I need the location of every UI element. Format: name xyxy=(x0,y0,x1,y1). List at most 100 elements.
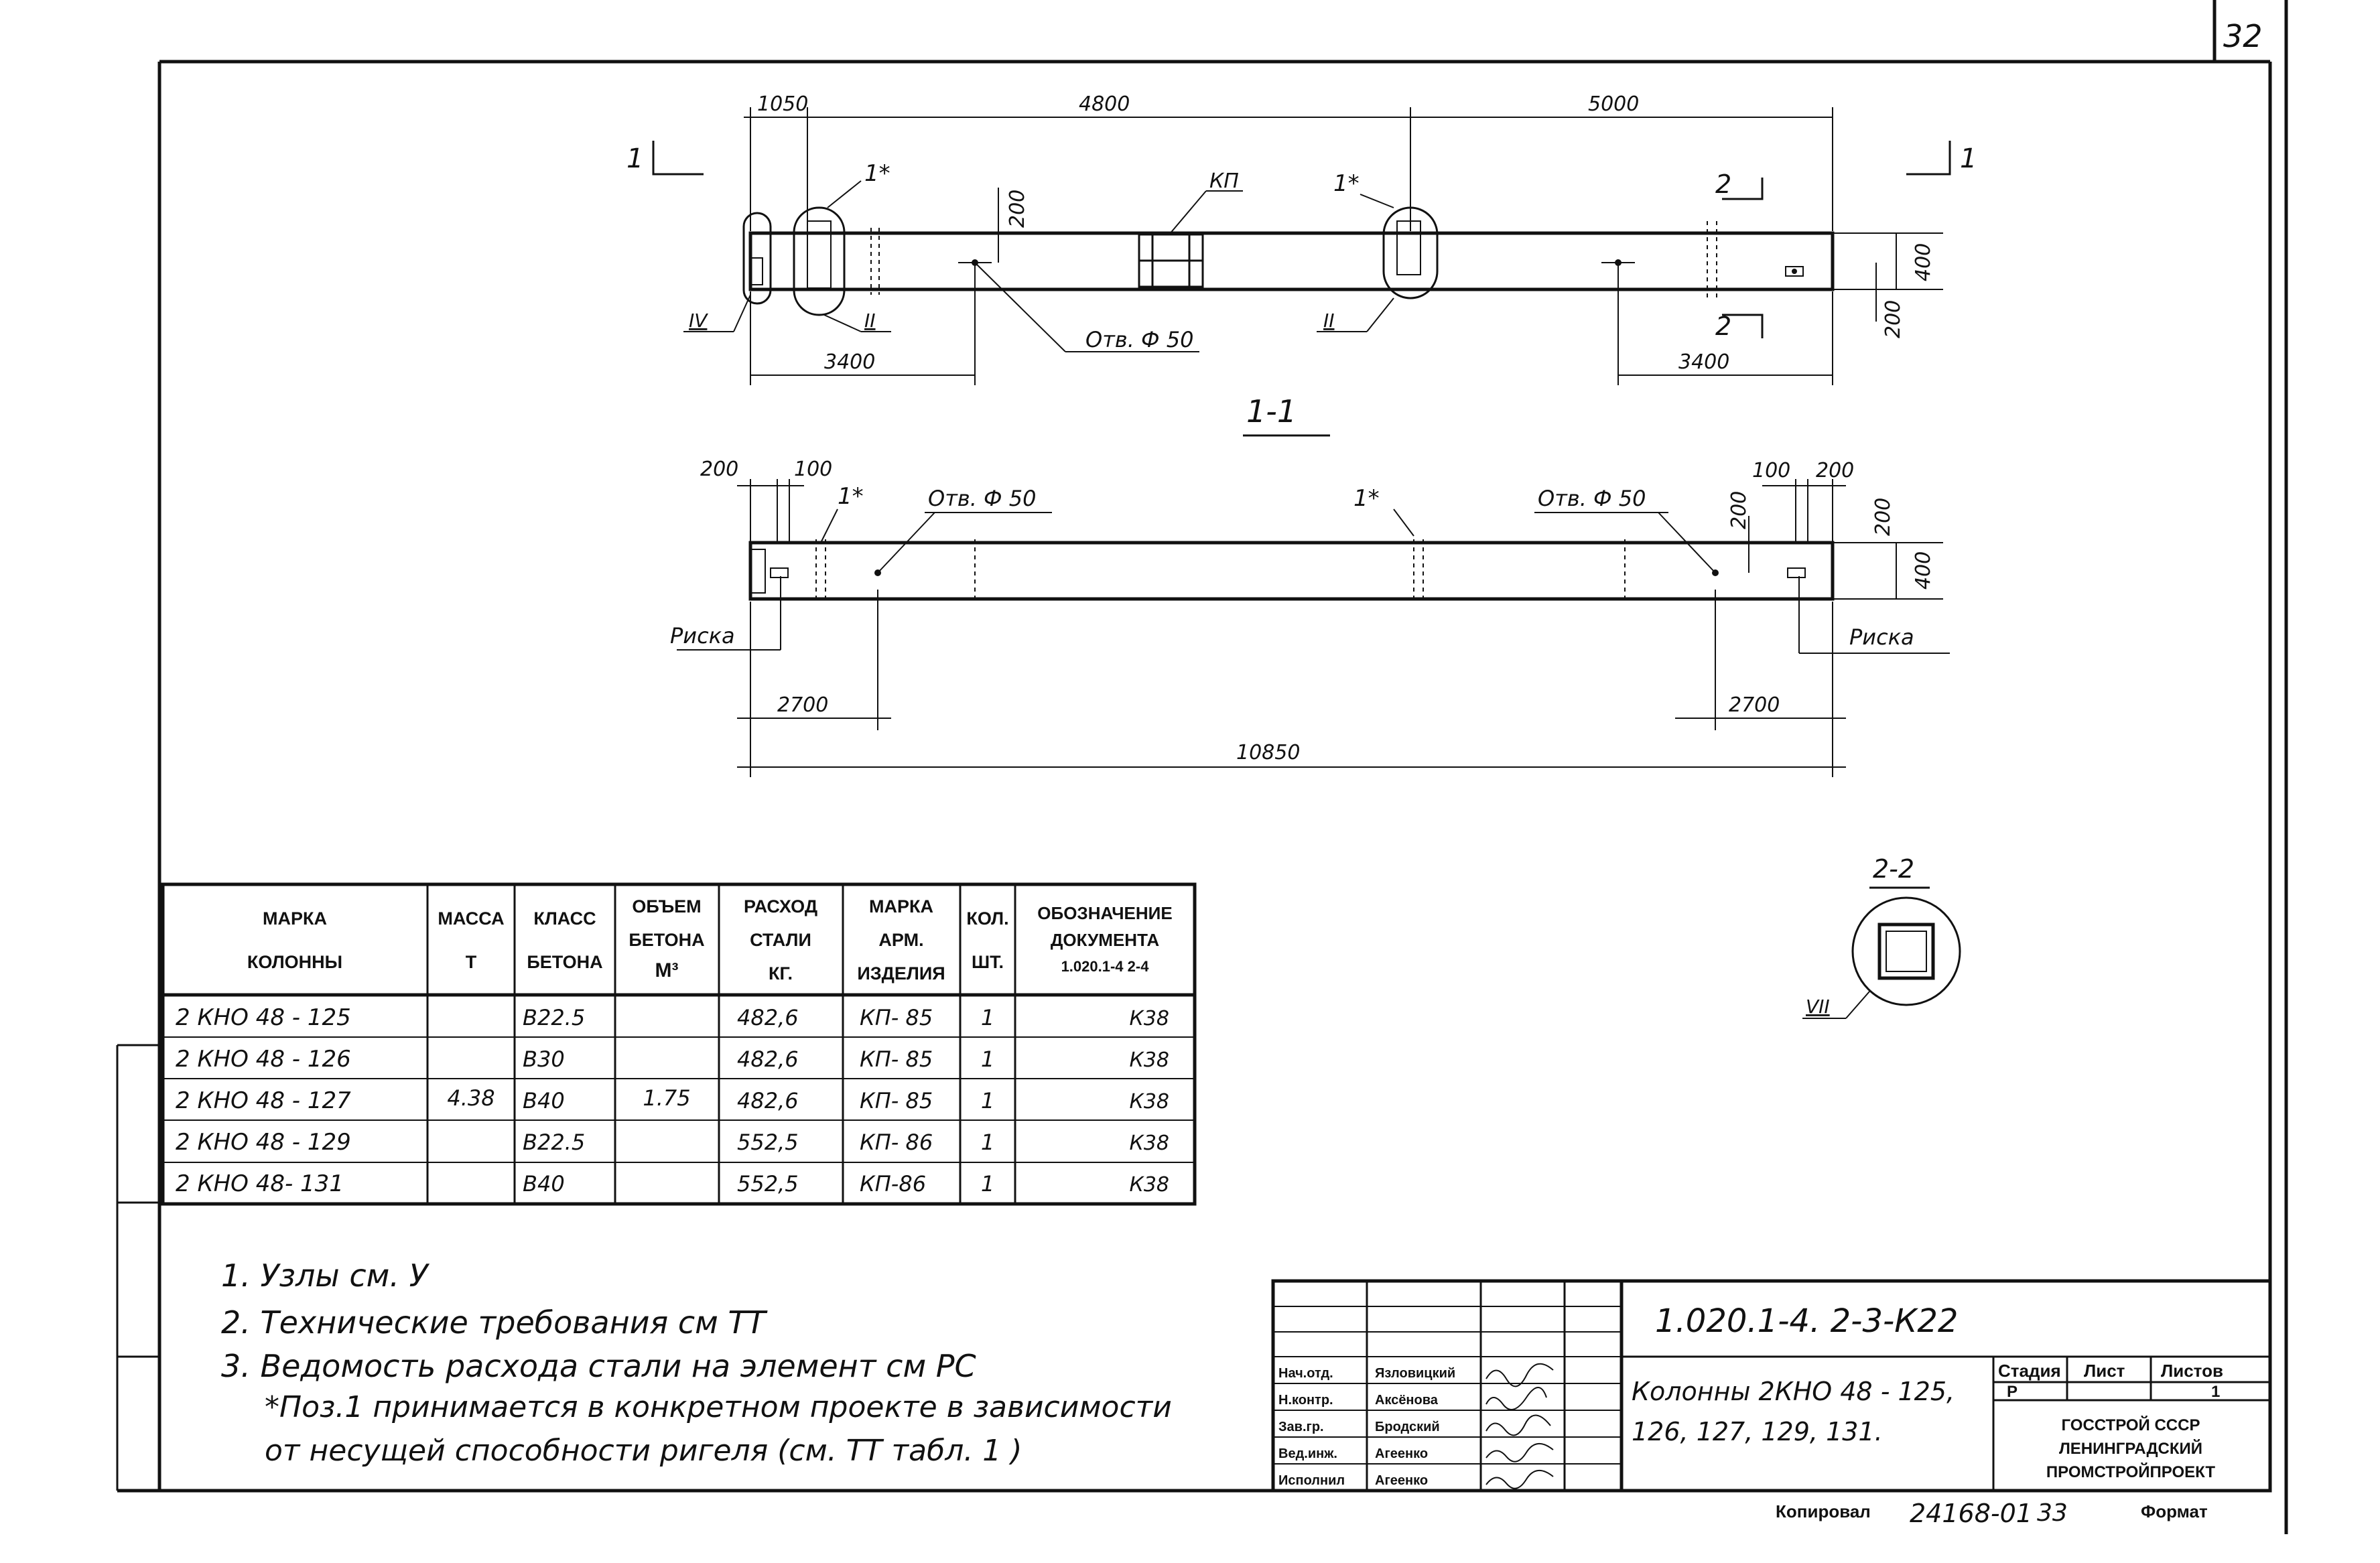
note-3: 3. Ведомость расхода стали на элемент см… xyxy=(221,1348,976,1384)
cell-class: В30 xyxy=(523,1046,565,1072)
table-row: 2 КНО 48 - 125 В22.5 482,6 КП- 85 1 К38 xyxy=(176,1004,1169,1031)
cell-mark: 2 КНО 48 - 127 xyxy=(176,1087,351,1114)
hole-label-side-left: Отв. Ф 50 xyxy=(928,486,1036,511)
note-2: 2. Технические требования см ТТ xyxy=(221,1304,769,1341)
stage-value: Р xyxy=(2007,1383,2018,1401)
cell-arm: КП- 85 xyxy=(860,1005,933,1030)
cell-doc: К38 xyxy=(1130,1048,1169,1072)
cell-steel: 482,6 xyxy=(737,1046,799,1072)
cell-qty: 1 xyxy=(981,1171,994,1197)
table-row: 2 КНО 48 - 127 В40 482,6 КП- 85 1 К38 xyxy=(176,1087,1169,1114)
name-3: Агеенко xyxy=(1375,1446,1428,1461)
dim-4800: 4800 xyxy=(1079,92,1130,116)
header-mass-2: Т xyxy=(466,952,477,972)
section-2-bottom: 2 xyxy=(1715,312,1731,341)
header-qty-1: КОЛ. xyxy=(966,908,1008,929)
header-volume-1: ОБЪЕМ xyxy=(632,896,701,916)
format-label: Формат xyxy=(2141,1501,2208,1521)
node-IV: IV xyxy=(689,310,708,332)
cell-arm: КП- 85 xyxy=(860,1046,933,1072)
header-doc-2: ДОКУМЕНТА xyxy=(1051,930,1159,950)
dim-200-left-side: 200 xyxy=(700,458,738,481)
dim-200-v-side-a: 200 xyxy=(1727,491,1751,529)
dim-5000: 5000 xyxy=(1588,92,1639,116)
notes: 1. Узлы см. У 2. Технические требования … xyxy=(221,1258,1172,1468)
risk-left: Риска xyxy=(670,623,735,649)
signature-2 xyxy=(1485,1414,1551,1436)
role-4: Исполнил xyxy=(1278,1473,1345,1488)
node-VII: VII xyxy=(1806,996,1830,1018)
role-2: Зав.гр. xyxy=(1278,1420,1324,1434)
dim-3400-left: 3400 xyxy=(824,350,875,374)
cell-steel: 552,5 xyxy=(737,1130,799,1155)
header-steel-1: РАСХОД xyxy=(744,896,817,916)
dim-1050: 1050 xyxy=(757,92,808,116)
name-0: Язловицкий xyxy=(1375,1366,1455,1381)
order-number: 24168-01 xyxy=(1910,1499,2032,1528)
side-view: 200 100 100 200 200 200 400 1* 1* Отв. Ф… xyxy=(670,458,1950,777)
footer-sheet-number: 33 xyxy=(2037,1499,2068,1527)
role-3: Вед.инж. xyxy=(1278,1446,1337,1461)
doc-code: 1.020.1-4. 2-3-К22 xyxy=(1655,1302,1958,1340)
cell-class: В40 xyxy=(523,1088,565,1113)
footer: Копировал 24168-01 33 Формат xyxy=(1776,1499,2208,1528)
org-line-2: ЛЕНИНГРАДСКИЙ xyxy=(2059,1439,2202,1458)
copied-label: Копировал xyxy=(1776,1501,1871,1521)
name-2: Бродский xyxy=(1375,1420,1440,1434)
label-1star-side-left: 1* xyxy=(838,483,864,510)
label-1star-left: 1* xyxy=(864,160,890,187)
name-1: Аксёнова xyxy=(1375,1393,1439,1408)
dim-400-side: 400 xyxy=(1912,551,1935,590)
sheet-frame: 32 xyxy=(116,0,2288,1534)
cell-mark: 2 КНО 48 - 129 xyxy=(176,1129,351,1156)
cell-qty: 1 xyxy=(981,1088,994,1113)
role-0: Нач.отд. xyxy=(1278,1366,1333,1381)
table-row: 2 КНО 48- 131 В40 552,5 КП-86 1 К38 xyxy=(176,1170,1169,1197)
cell-arm: КП- 85 xyxy=(860,1088,933,1113)
dim-2700-right: 2700 xyxy=(1729,693,1780,717)
header-class-1: КЛАСС xyxy=(533,908,596,929)
dim-3400-right: 3400 xyxy=(1678,350,1729,374)
section-2-top: 2 xyxy=(1715,169,1731,199)
label-kp: КП xyxy=(1209,169,1239,193)
title-block: Нач.отд. Н.контр. Зав.гр. Вед.инж. Испол… xyxy=(1271,1279,2272,1493)
note-1: 1. Узлы см. У xyxy=(221,1258,430,1294)
signature-3 xyxy=(1485,1443,1554,1463)
note-4: *Поз.1 принимается в конкретном проекте … xyxy=(265,1390,1172,1424)
cell-arm: КП- 86 xyxy=(860,1130,933,1155)
signature-1 xyxy=(1485,1387,1547,1410)
name-4: Агеенко xyxy=(1375,1473,1428,1488)
label-1star-side-mid: 1* xyxy=(1353,485,1380,512)
hole-label-side-right: Отв. Ф 50 xyxy=(1538,486,1646,511)
cell-mass: 4.38 xyxy=(447,1085,494,1111)
cell-doc: К38 xyxy=(1130,1173,1169,1197)
risk-right: Риска xyxy=(1849,624,1914,650)
sheet-label: Лист xyxy=(2084,1361,2125,1381)
section-mark-left: 1 xyxy=(626,143,643,174)
title-line-1: Колонны 2КНО 48 - 125, xyxy=(1632,1377,1955,1406)
columns-table: МАРКА КОЛОННЫ МАССА Т КЛАСС БЕТОНА ОБЪЕМ… xyxy=(161,882,1197,1206)
header-mass-1: МАССА xyxy=(438,908,504,929)
cell-class: В40 xyxy=(523,1171,565,1197)
view-title-1-1: 1-1 xyxy=(1246,393,1297,429)
header-doc-1: ОБОЗНАЧЕНИЕ xyxy=(1037,903,1172,923)
dim-200-right-top: 200 xyxy=(1881,300,1905,338)
header-mark-2: КОЛОННЫ xyxy=(247,952,342,972)
cell-class: В22.5 xyxy=(523,1130,585,1155)
org-line-3: ПРОМСТРОЙПРОЕКТ xyxy=(2046,1463,2215,1481)
cell-mark: 2 КНО 48- 131 xyxy=(176,1170,344,1197)
sheets-label: Листов xyxy=(2161,1361,2223,1381)
header-steel-3: КГ. xyxy=(769,963,793,983)
top-view: 1050 4800 5000 3400 3400 200 400 200 1 1… xyxy=(626,92,1977,437)
header-volume-3: М³ xyxy=(655,959,679,981)
section-2-2-title: 2-2 xyxy=(1873,854,1914,884)
section-2-2: 2-2 VII xyxy=(1802,854,1961,1019)
cell-steel: 552,5 xyxy=(737,1171,799,1197)
header-mark-1: МАРКА xyxy=(263,908,327,929)
cell-doc: К38 xyxy=(1130,1007,1169,1030)
cell-mark: 2 КНО 48 - 126 xyxy=(176,1046,351,1073)
cell-steel: 482,6 xyxy=(737,1005,799,1030)
cell-arm: КП-86 xyxy=(860,1171,926,1197)
stage-label: Стадия xyxy=(1998,1361,2061,1381)
